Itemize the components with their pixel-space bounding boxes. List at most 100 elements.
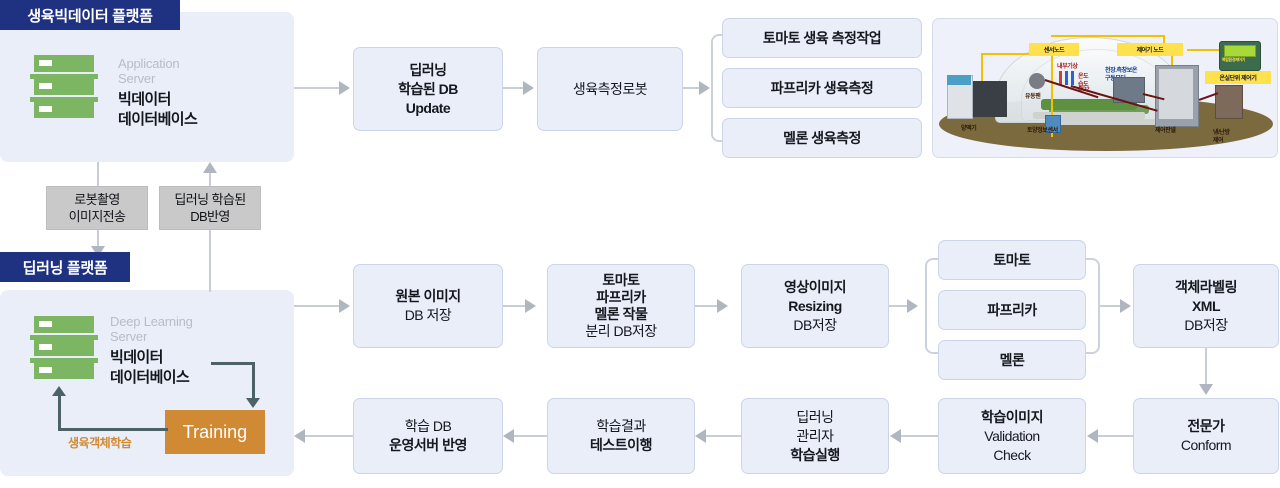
apply-to-deeplearning-line — [305, 435, 353, 437]
bottom-validation-text: 학습이미지 Validation Check — [981, 408, 1043, 463]
greenhouse-temp-label: 온도 — [1078, 74, 1089, 80]
mid-step4-text: 객체라벨링 XML DB저장 — [1175, 278, 1237, 333]
greenhouse-device-screen-text: 복합환경제어기 — [1222, 57, 1245, 62]
bottom-expert-box[interactable]: 전문가 Conform — [1133, 398, 1279, 474]
top-branches-bracket — [711, 34, 725, 142]
db-reflect-label: 딥러닝 학습된 DB반영 — [174, 192, 246, 224]
greenhouse-wire-left-v — [981, 53, 983, 89]
robot-image-arrowhead — [91, 246, 105, 257]
top-branch-label-3: 멜론 생육측정 — [783, 129, 861, 146]
greenhouse-wire-ctrl-down — [1163, 35, 1165, 49]
training-to-db-h-line — [58, 428, 168, 431]
mid-branches-to-step4-line — [1100, 305, 1120, 307]
bottom-test-box[interactable]: 학습결과 테스트이행 — [547, 398, 695, 474]
top-branch-label-1: 토마토 생육 측정작업 — [762, 29, 882, 46]
mid-step3-box[interactable]: 영상이미지 Resizing DB저장 — [741, 264, 889, 348]
training-to-db-v-line — [58, 396, 61, 431]
greenhouse-fan-icon — [1029, 73, 1045, 89]
mid-step2-box[interactable]: 토마토 파프리카 멜론 작물 분리 DB저장 — [547, 264, 695, 348]
test-to-apply-arrowhead — [503, 429, 514, 443]
greenhouse-bed-1 — [1033, 112, 1145, 119]
mid-branches-bracket-left — [925, 258, 939, 354]
greenhouse-wire-to-device — [1187, 49, 1231, 51]
greenhouse-figure-panel: 센서노드 제어기 노드 온실단위 제어기 복합환경제어기 내부기상 온도 습도 … — [932, 18, 1278, 158]
mid-step4-box[interactable]: 객체라벨링 XML DB저장 — [1133, 264, 1279, 348]
mid-branch-box-2[interactable]: 파프리카 — [938, 290, 1086, 330]
db-reflect-label-box: 딥러닝 학습된 DB반영 — [159, 186, 261, 230]
greenhouse-sensor-bar-3 — [1071, 71, 1074, 85]
top-step1-box[interactable]: 딥러닝 학습된 DB Update — [353, 47, 503, 131]
db-reflect-connector-line-top — [209, 173, 211, 186]
greenhouse-control-panel-label: 제어판넬 — [1155, 128, 1176, 134]
greenhouse-nutrient-label: 양액기 — [961, 126, 977, 132]
greenhouse-hvac-label: 냉/난방 제어 — [1213, 130, 1230, 144]
mid-step1-text: 원본 이미지 DB 저장 — [395, 288, 461, 323]
bottom-expert-text: 전문가 Conform — [1180, 418, 1232, 453]
db-to-training-arrowhead — [246, 398, 260, 408]
top-branch-label-2: 파프리카 생육측정 — [770, 79, 874, 96]
greenhouse-unit-controller-tag: 온실단위 제어기 — [1205, 71, 1271, 84]
bottom-apply-box[interactable]: 학습 DB 운영서버 반영 — [353, 398, 503, 474]
db-reflect-arrowhead — [203, 162, 217, 173]
deeplearning-platform-header-label: 딥러닝 플랫폼 — [22, 259, 108, 277]
greenhouse-fan-label: 유동팬 — [1025, 94, 1041, 100]
db-to-training-h-line — [211, 362, 255, 365]
robot-image-connector-line-top — [97, 162, 99, 186]
mid-step2-to-step3-line — [695, 305, 717, 307]
deeplearning-server-subtitle: Deep Learning Server — [110, 314, 193, 344]
mid-step3-to-branches-arrowhead — [907, 299, 918, 313]
bottom-apply-text: 학습 DB 운영서버 반영 — [389, 418, 467, 453]
greenhouse-sensor-node-tag: 센서노드 — [1029, 43, 1079, 56]
greenhouse-nutrient-machine-top — [947, 75, 971, 85]
bigdata-server-subtitle: Application Server — [118, 56, 180, 86]
deeplearning-to-mid-step1-arrowhead — [339, 299, 350, 313]
greenhouse-soil-sensor-label: 토양정보센서 — [1027, 128, 1058, 134]
bottom-validation-box[interactable]: 학습이미지 Validation Check — [938, 398, 1086, 474]
greenhouse-sensor-bar-1 — [1059, 71, 1062, 85]
greenhouse-soil-sensor-device — [1045, 115, 1061, 133]
bigdata-platform-header: 생육빅데이터 플랫폼 — [0, 0, 180, 30]
top-branch-box-2[interactable]: 파프리카 생육측정 — [722, 68, 922, 108]
mid-branch-box-3[interactable]: 멜론 — [938, 340, 1086, 380]
expert-to-validation-arrowhead — [1087, 429, 1098, 443]
greenhouse-controller-node-tag: 제어기 노드 — [1117, 43, 1183, 56]
top-branch-box-1[interactable]: 토마토 생육 측정작업 — [722, 18, 922, 58]
mid-step3-to-branches-line — [889, 305, 907, 307]
bottom-test-text: 학습결과 테스트이행 — [590, 418, 652, 453]
mid-step1-box[interactable]: 원본 이미지 DB 저장 — [353, 264, 503, 348]
training-loop-label: 생육객체학습 — [68, 436, 132, 450]
mid-step4-to-expert-arrowhead — [1199, 384, 1213, 395]
top-step1-text: 딥러닝 학습된 DB Update — [398, 61, 458, 116]
bigdata-to-step1-arrowhead — [339, 81, 350, 95]
greenhouse-control-panel-face — [1159, 69, 1193, 119]
bigdata-platform-header-label: 생육빅데이터 플랫폼 — [27, 7, 153, 25]
manager-to-test-line — [706, 435, 741, 437]
db-reflect-connector-line-bottom — [209, 230, 211, 292]
mid-branches-bracket-right — [1086, 258, 1100, 354]
top-branch-box-3[interactable]: 멜론 생육측정 — [722, 118, 922, 158]
top-step2-text: 생육측정로봇 — [572, 80, 648, 97]
training-to-db-arrowhead — [52, 386, 66, 396]
manager-to-test-arrowhead — [695, 429, 706, 443]
bigdata-to-step1-line — [294, 87, 339, 89]
greenhouse-plants-row-2 — [1049, 105, 1149, 114]
top-step2-box[interactable]: 생육측정로봇 — [537, 47, 683, 131]
mid-branch-label-1: 토마토 — [993, 251, 1031, 268]
mid-step2-to-step3-arrowhead — [717, 299, 728, 313]
greenhouse-wire-left-h — [981, 53, 1051, 55]
greenhouse-wire-sensor-down — [1051, 53, 1053, 137]
bottom-manager-box[interactable]: 딥러닝 관리자 학습실행 — [741, 398, 889, 474]
mid-step4-to-expert-line — [1205, 348, 1207, 384]
deeplearning-to-mid-step1-line — [294, 305, 339, 307]
greenhouse-sensor-bar-2 — [1065, 71, 1068, 85]
mid-step1-to-step2-arrowhead — [525, 299, 536, 313]
bottom-manager-text: 딥러닝 관리자 학습실행 — [790, 408, 840, 463]
mid-branch-label-3: 멜론 — [999, 351, 1025, 368]
training-box[interactable]: Training — [165, 410, 265, 454]
top-step2-to-branches-arrowhead — [699, 81, 710, 95]
robot-image-label: 로봇촬영 이미지전송 — [68, 192, 126, 224]
apply-to-deeplearning-arrowhead — [294, 429, 305, 443]
mid-branch-box-1[interactable]: 토마토 — [938, 240, 1086, 280]
greenhouse-hvac-photo — [1215, 85, 1243, 119]
